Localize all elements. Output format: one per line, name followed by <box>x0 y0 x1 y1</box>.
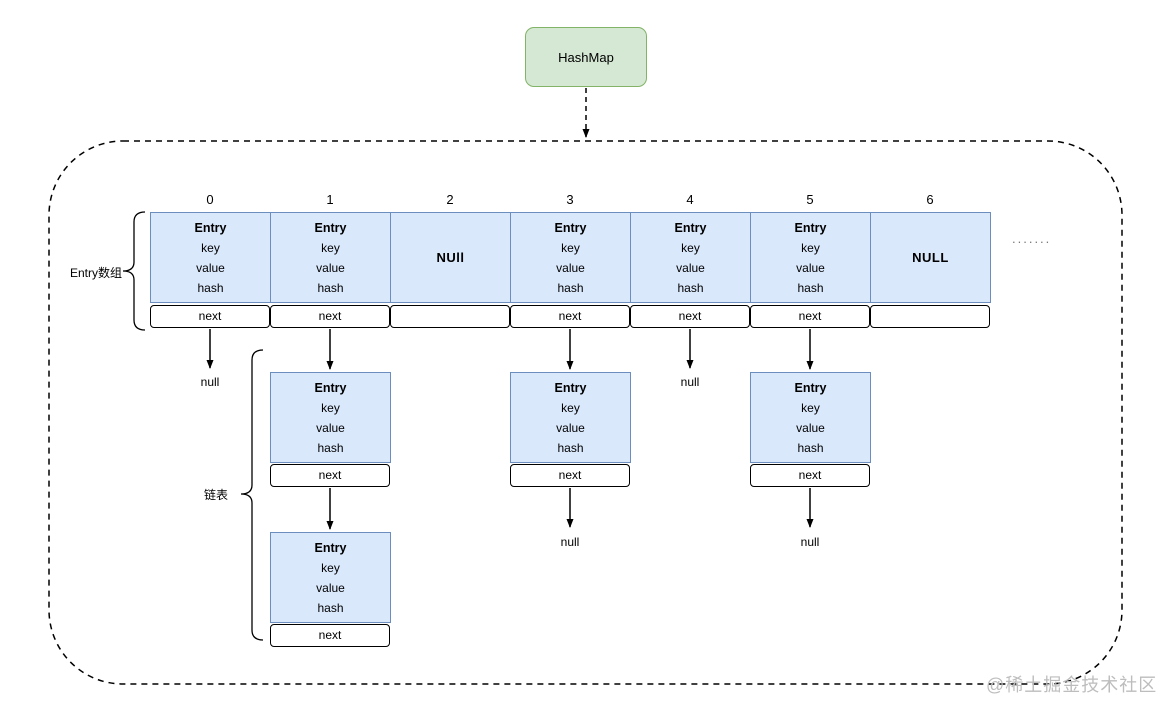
linked-list-brace <box>240 349 264 641</box>
hashmap-root-label: HashMap <box>558 49 614 65</box>
index-label-1: 1 <box>326 192 334 207</box>
chain3-node1: Entry key value hash <box>510 372 631 463</box>
entry-key-field: key <box>561 400 580 415</box>
entry-value-field: value <box>556 420 585 435</box>
chain1-node2: Entry key value hash <box>270 532 391 623</box>
bucket-next-3: next <box>510 305 630 328</box>
bucket-cell-1: Entry key value hash <box>270 212 391 303</box>
entry-key-field: key <box>321 240 340 255</box>
chain1-node1: Entry key value hash <box>270 372 391 463</box>
entry-array-label: Entry数组 <box>69 266 122 280</box>
entry-key-field: key <box>321 560 340 575</box>
linked-list-label: 链表 <box>204 488 229 502</box>
entry-value-field: value <box>316 420 345 435</box>
entry-hash-field: hash <box>677 280 704 295</box>
index-label-3: 3 <box>566 192 574 207</box>
entry-key-field: key <box>801 400 820 415</box>
bucket-next-6-empty <box>870 305 990 328</box>
entry-title: Entry <box>314 220 347 235</box>
index-label-0: 0 <box>206 192 214 207</box>
index-label-5: 5 <box>806 192 814 207</box>
entry-hash-field: hash <box>317 440 344 455</box>
bucket-cell-6-null: NULL <box>870 212 991 303</box>
entry-key-field: key <box>201 240 220 255</box>
entry-value-field: value <box>316 260 345 275</box>
chain5-node1: Entry key value hash <box>750 372 871 463</box>
null-label-bucket0: null <box>200 375 220 389</box>
null-cell-text: NUll <box>436 249 465 265</box>
entry-hash-field: hash <box>797 440 824 455</box>
entry-value-field: value <box>796 260 825 275</box>
entry-key-field: key <box>801 240 820 255</box>
entry-value-field: value <box>556 260 585 275</box>
entry-title: Entry <box>554 220 587 235</box>
entry-title: Entry <box>794 380 827 395</box>
null-label-chain3: null <box>560 535 580 549</box>
entry-key-field: key <box>321 400 340 415</box>
entry-hash-field: hash <box>557 280 584 295</box>
null-cell-text: NULL <box>912 249 949 265</box>
entry-hash-field: hash <box>557 440 584 455</box>
bucket-cell-4: Entry key value hash <box>630 212 751 303</box>
bucket-next-2-empty <box>390 305 510 328</box>
index-label-2: 2 <box>446 192 454 207</box>
array-ellipsis: ....... <box>1012 231 1052 246</box>
entry-value-field: value <box>196 260 225 275</box>
hashmap-root-node: HashMap <box>525 27 647 87</box>
entry-title: Entry <box>314 540 347 555</box>
entry-hash-field: hash <box>317 280 344 295</box>
index-label-6: 6 <box>926 192 934 207</box>
entry-value-field: value <box>316 580 345 595</box>
entry-title: Entry <box>554 380 587 395</box>
entry-hash-field: hash <box>797 280 824 295</box>
entry-title: Entry <box>794 220 827 235</box>
bucket-cell-2-null: NUll <box>390 212 511 303</box>
entry-hash-field: hash <box>317 600 344 615</box>
chain5-node1-next: next <box>750 464 870 487</box>
array-brace <box>122 211 146 331</box>
bucket-next-0: next <box>150 305 270 328</box>
entry-key-field: key <box>681 240 700 255</box>
entry-title: Entry <box>674 220 707 235</box>
bucket-next-4: next <box>630 305 750 328</box>
null-label-bucket4: null <box>680 375 700 389</box>
chain3-node1-next: next <box>510 464 630 487</box>
bucket-cell-0: Entry key value hash <box>150 212 271 303</box>
chain1-node1-next: next <box>270 464 390 487</box>
null-label-chain5: null <box>800 535 820 549</box>
bucket-cell-3: Entry key value hash <box>510 212 631 303</box>
watermark-text: @稀土掘金技术社区 <box>986 675 1158 695</box>
chain1-node2-next: next <box>270 624 390 647</box>
entry-hash-field: hash <box>197 280 224 295</box>
bucket-next-1: next <box>270 305 390 328</box>
bucket-cell-5: Entry key value hash <box>750 212 871 303</box>
entry-value-field: value <box>676 260 705 275</box>
entry-title: Entry <box>194 220 227 235</box>
bucket-next-5: next <box>750 305 870 328</box>
entry-key-field: key <box>561 240 580 255</box>
entry-title: Entry <box>314 380 347 395</box>
index-label-4: 4 <box>686 192 694 207</box>
entry-value-field: value <box>796 420 825 435</box>
